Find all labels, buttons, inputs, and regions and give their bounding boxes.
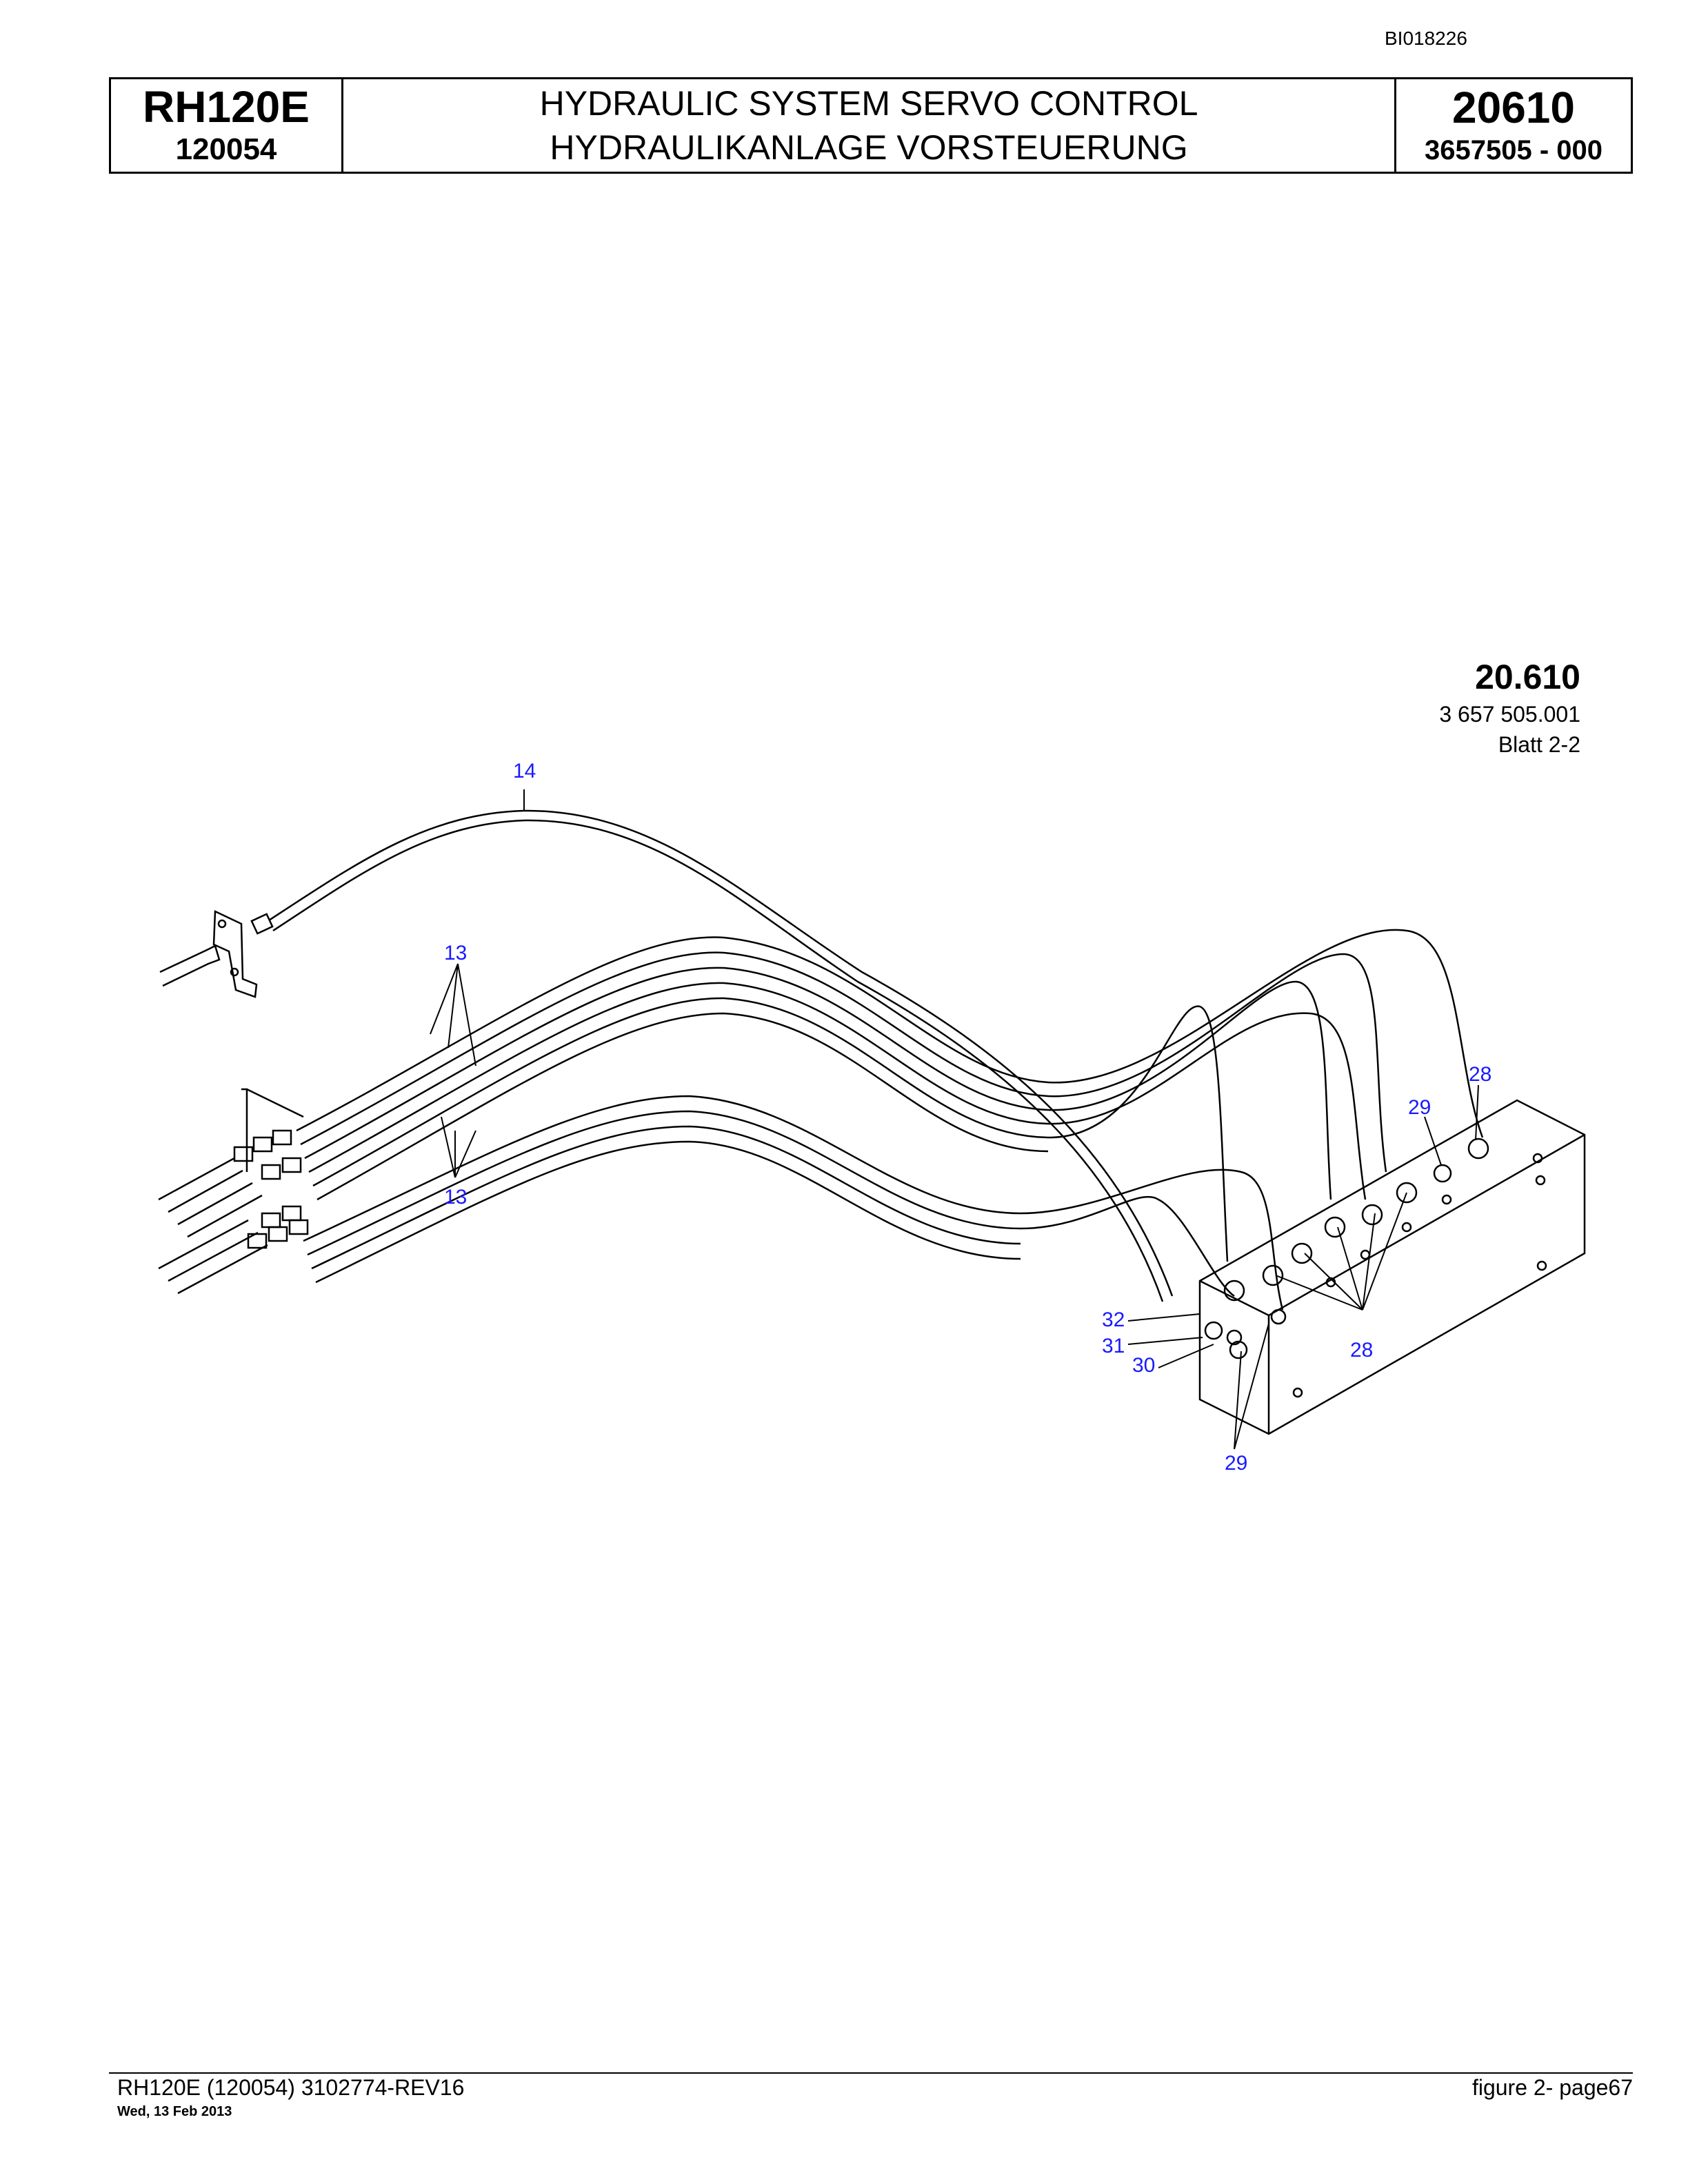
leader-lines (430, 789, 1479, 1450)
group-number: 20610 (1452, 83, 1575, 132)
callout-29-top: 29 (1408, 1096, 1431, 1119)
model-name: RH120E (143, 82, 310, 132)
valve-block (1198, 1099, 1586, 1435)
line-bundle-upper (296, 929, 1484, 1262)
callout-30: 30 (1132, 1354, 1155, 1377)
callout-13-top: 13 (444, 942, 467, 964)
footer-date: Wed, 13 Feb 2013 (117, 2104, 232, 2119)
sheet-info: 20.610 3 657 505.001 Blatt 2-2 (1439, 655, 1580, 760)
drawing-lines (158, 789, 1586, 1450)
model-cell: RH120E 120054 (111, 79, 343, 172)
callout-32: 32 (1102, 1308, 1125, 1331)
title-english: HYDRAULIC SYSTEM SERVO CONTROL (539, 84, 1198, 123)
callout-13-bottom: 13 (444, 1186, 467, 1209)
sheet-part-number: 3 657 505.001 (1439, 702, 1580, 727)
callout-31: 31 (1102, 1335, 1125, 1357)
document-id: BI018226 (1385, 28, 1467, 49)
title-german: HYDRAULIKANLAGE VORSTEUERUNG (550, 128, 1188, 167)
callout-29-bottom: 29 (1225, 1452, 1247, 1475)
footer-page-ref: figure 2- page67 (1471, 2075, 1633, 2100)
footer-document-ref: RH120E (120054) 3102774-REV16 (117, 2075, 465, 2100)
title-cell: HYDRAULIC SYSTEM SERVO CONTROL HYDRAULIK… (343, 79, 1396, 172)
mounting-bracket (159, 910, 274, 998)
serial-number: 120054 (175, 132, 277, 166)
left-fittings (158, 1088, 309, 1295)
block-fittings (1204, 1138, 1489, 1359)
sheet-page: Blatt 2-2 (1498, 732, 1580, 757)
callouts: 14 13 13 28 29 32 31 30 28 29 (444, 760, 1491, 1475)
callout-28-bottom: 28 (1350, 1339, 1373, 1362)
title-block: RH120E 120054 HYDRAULIC SYSTEM SERVO CON… (109, 77, 1633, 174)
callout-28-top: 28 (1469, 1063, 1491, 1086)
footer-divider (109, 2072, 1633, 2074)
group-cell: 20610 3657505 - 000 (1396, 79, 1631, 172)
part-number: 3657505 - 000 (1424, 135, 1602, 165)
callout-14: 14 (513, 760, 536, 782)
line-bundle-lower (303, 1095, 1284, 1311)
sheet-group-number: 20.610 (1475, 658, 1580, 696)
